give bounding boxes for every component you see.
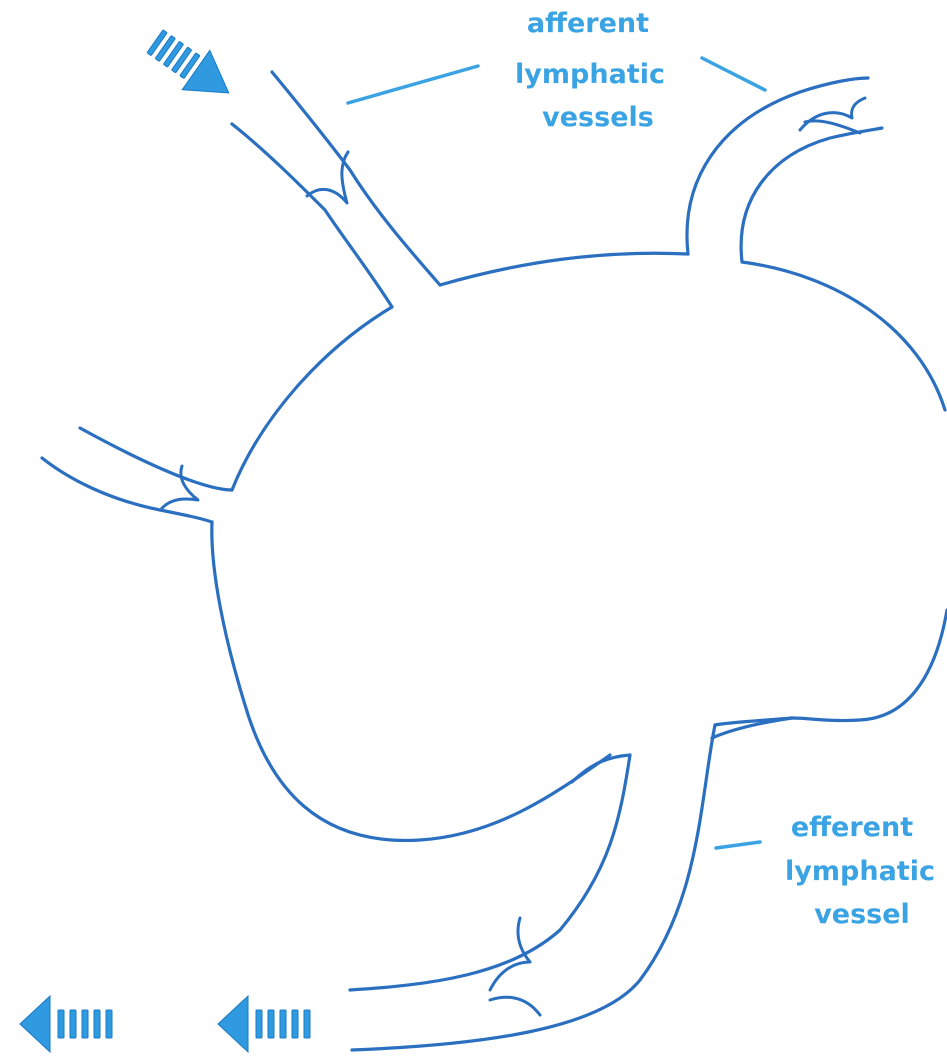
vessel-wall-outer (352, 725, 715, 1050)
node-outline-right (792, 610, 947, 721)
vessel-wall-outer (80, 428, 232, 490)
striped-arrow-left-icon (20, 996, 112, 1052)
afferent-label-line2: lymphatic (515, 59, 665, 90)
efferent-label-line2: lymphatic (785, 856, 935, 887)
afferent-leader-right (702, 58, 765, 90)
efferent-label: efferent lymphatic vessel (785, 812, 935, 930)
node-outline-upper-right (742, 262, 945, 410)
node-outline-left (232, 307, 392, 490)
efferent-label-line1: efferent (791, 812, 913, 843)
efferent-label-line3: vessel (814, 899, 910, 930)
vessel-mouth-left (572, 755, 630, 782)
vessel-wall-inner (350, 755, 630, 990)
afferent-label: afferent lymphatic vessels (515, 8, 665, 133)
vessel-valve (800, 98, 865, 133)
leader-lines (348, 58, 765, 848)
afferent-label-line1: afferent (527, 8, 649, 39)
afferent-vessel-top-left (232, 72, 440, 307)
afferent-leader-left (348, 66, 478, 103)
efferent-vessel (350, 718, 792, 1050)
striped-arrow-down-right-icon (141, 22, 242, 113)
node-outline-top (440, 253, 688, 285)
afferent-label-line3: vessels (542, 102, 654, 133)
lymph-node-body (212, 253, 947, 840)
afferent-vessel-left (42, 428, 232, 522)
node-outline-bottom (212, 522, 610, 840)
vessel-wall-inner (232, 124, 392, 307)
vessel-valve-upper (490, 918, 530, 990)
striped-arrow-left-icon (218, 996, 310, 1052)
afferent-vessel-top-right (687, 78, 882, 262)
efferent-leader (716, 842, 760, 848)
vessel-valve-lower (490, 997, 540, 1015)
vessel-wall-inner (741, 128, 882, 262)
